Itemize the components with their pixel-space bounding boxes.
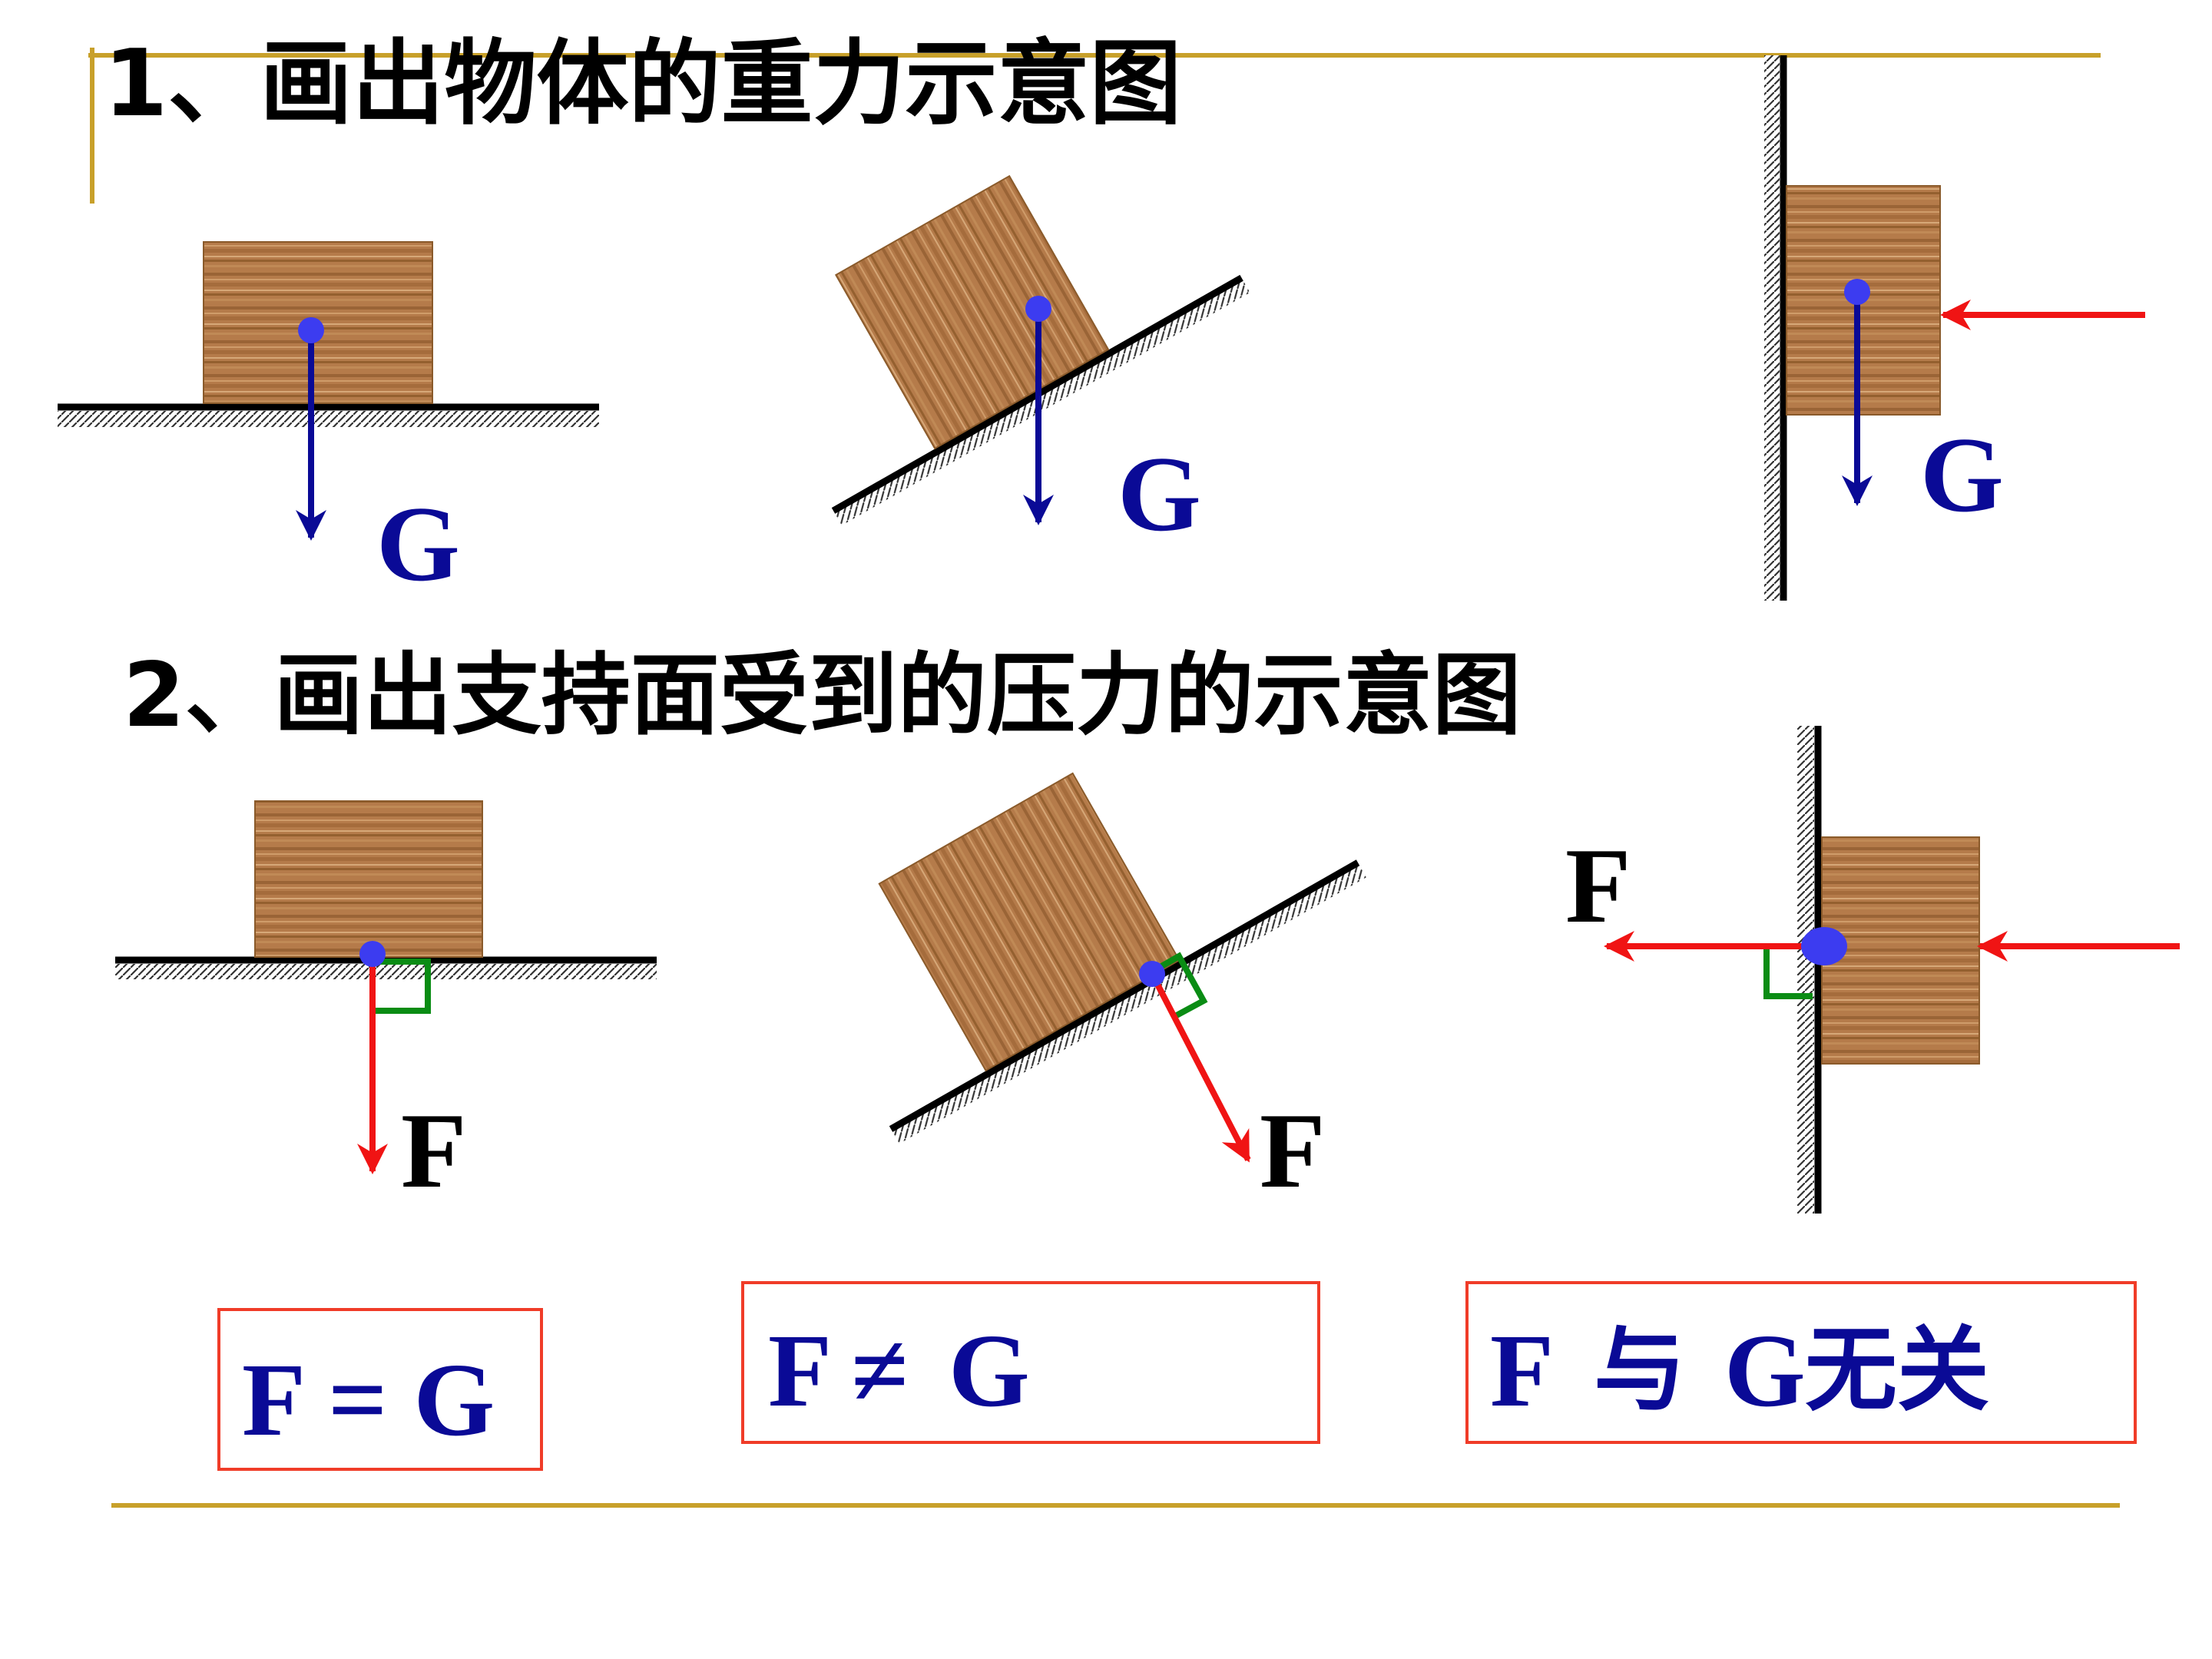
contact-point — [1801, 927, 1847, 965]
wall-hatch — [1797, 726, 1814, 1214]
force-label: F — [1260, 1091, 1326, 1210]
pressure-scene-horizontal: F — [115, 800, 657, 1210]
comparison-not-equal: ≠ — [851, 1313, 909, 1429]
center-point — [1025, 296, 1051, 322]
heading-gravity: 1、画出物体的重力示意图 — [104, 31, 1182, 137]
wood-block — [878, 772, 1181, 1072]
gravity-label: G — [1920, 416, 2004, 535]
wood-block — [834, 174, 1110, 450]
contact-point — [1139, 961, 1165, 987]
comparison-box-wall: F 与 G 无关 — [1465, 1281, 2137, 1444]
center-point — [1844, 279, 1870, 305]
wood-block — [254, 800, 483, 958]
ground-hatch — [58, 411, 599, 427]
heading-pressure: 2、画出支持面受到的压力的示意图 — [123, 644, 1522, 747]
wood-block — [1821, 836, 1980, 1065]
incline-hatch — [833, 279, 1250, 526]
comparison-f: F — [768, 1313, 832, 1429]
right-angle-mark — [1763, 946, 1813, 999]
gravity-scene-horizontal: G — [58, 241, 599, 604]
incline-hatch — [891, 863, 1366, 1144]
pressure-scene-incline: F — [878, 772, 1366, 1210]
comparison-g: G — [1724, 1313, 1806, 1429]
right-angle-mark — [1151, 952, 1208, 1019]
right-angle-mark — [373, 959, 431, 1014]
ground-hatch — [115, 964, 657, 979]
comparison-box-horizontal: F = G — [217, 1308, 543, 1471]
gravity-scene-wall: G — [1764, 55, 2145, 601]
pressure-scene-wall: F — [1565, 726, 2180, 1214]
gravity-scene-incline: G — [831, 174, 1250, 554]
wall-hatch — [1764, 55, 1780, 601]
center-point — [298, 317, 324, 343]
force-label: F — [1565, 826, 1631, 945]
gravity-label: G — [1118, 435, 1201, 554]
force-label: F — [401, 1091, 467, 1210]
contact-point — [359, 941, 386, 967]
comparison-unrelated: 无关 — [1805, 1317, 1989, 1424]
comparison-f: F — [1490, 1313, 1554, 1429]
pressure-arrow — [1149, 972, 1251, 1163]
gravity-label: G — [376, 485, 460, 604]
comparison-yu: 与 — [1594, 1317, 1686, 1424]
comparison-box-incline: F ≠ G — [741, 1281, 1320, 1444]
comparison-g: G — [949, 1313, 1030, 1429]
comparison-text: F = G — [242, 1343, 495, 1458]
incline-line — [889, 859, 1360, 1132]
